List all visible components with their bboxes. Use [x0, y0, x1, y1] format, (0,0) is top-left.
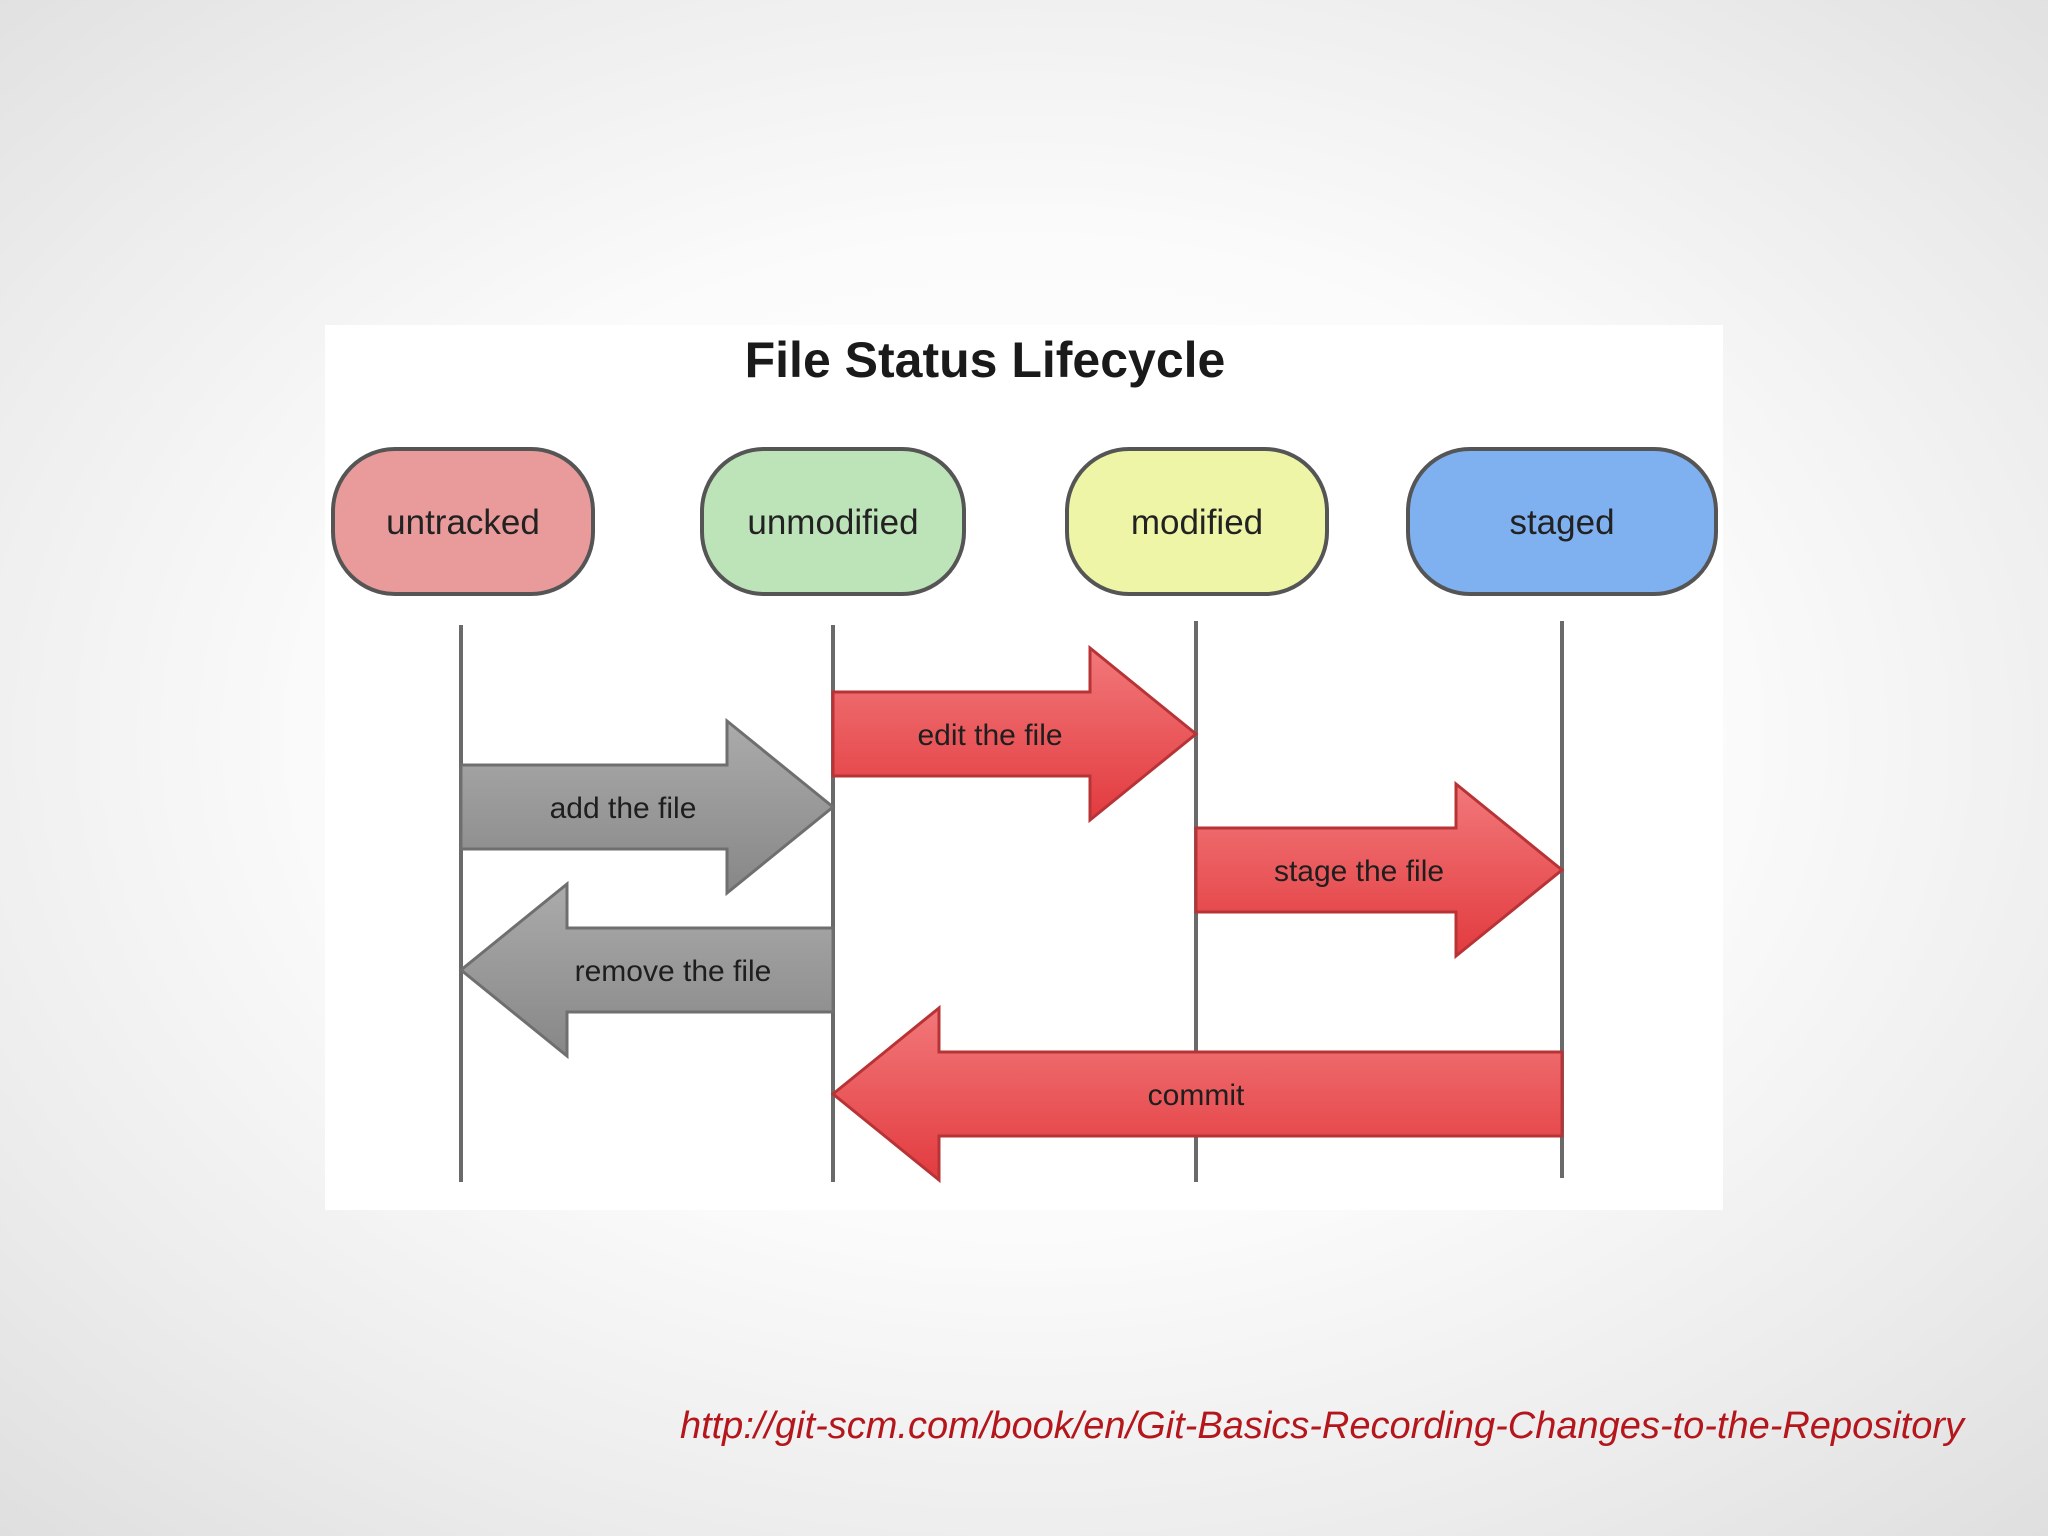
state-unmodified: unmodified — [700, 447, 966, 596]
source-link[interactable]: http://git-scm.com/book/en/Git-Basics-Re… — [679, 1405, 1964, 1447]
arrow-stage-the-file: stage the file — [1194, 780, 1565, 960]
state-staged: staged — [1406, 447, 1718, 596]
arrow-label: edit the file — [917, 719, 1062, 752]
arrow-label: commit — [1148, 1079, 1245, 1112]
state-untracked: untracked — [331, 447, 595, 596]
arrow-label: remove the file — [575, 955, 772, 988]
diagram-panel: File Status Lifecycle untracked unmodifi… — [325, 325, 1723, 1210]
state-label: unmodified — [747, 503, 918, 542]
arrow-remove-the-file: remove the file — [458, 880, 835, 1060]
arrow-commit: commit — [830, 1004, 1564, 1184]
arrow-edit-the-file: edit the file — [831, 644, 1199, 824]
state-label: modified — [1131, 503, 1263, 542]
state-modified: modified — [1065, 447, 1329, 596]
arrow-label: add the file — [550, 792, 697, 825]
file-status-lifecycle-diagram: File Status Lifecycle untracked unmodifi… — [331, 332, 1718, 1184]
arrow-label: stage the file — [1274, 855, 1444, 888]
diagram-title: File Status Lifecycle — [745, 332, 1226, 388]
state-label: staged — [1509, 503, 1614, 542]
state-label: untracked — [386, 503, 540, 542]
arrow-add-the-file: add the file — [459, 717, 836, 897]
